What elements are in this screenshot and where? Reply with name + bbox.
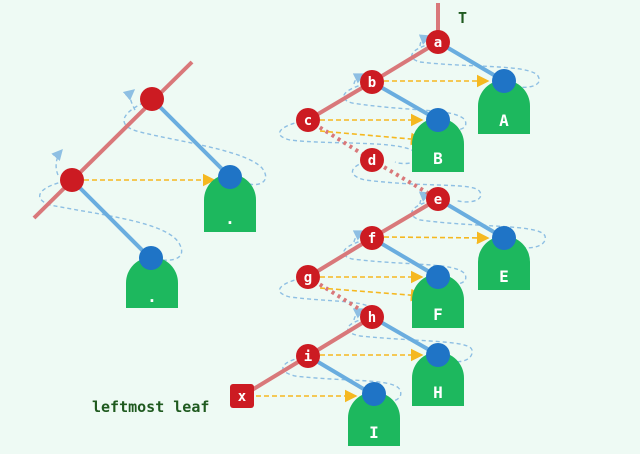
root-label: T — [458, 9, 467, 27]
leaf-label-A: A — [499, 111, 509, 130]
thread-arrow — [319, 130, 424, 146]
spine-dotted-edge — [306, 118, 374, 162]
blue-node — [492, 69, 516, 93]
blue-node — [139, 246, 163, 270]
leftmost-leaf-node-label: x — [238, 389, 247, 405]
blue-node — [218, 165, 242, 189]
node-d — [360, 148, 384, 172]
node-label: f — [368, 231, 376, 247]
traversal-path — [122, 89, 136, 111]
child-edge — [371, 80, 439, 122]
traversal-path — [343, 81, 467, 131]
node-label: h — [368, 310, 376, 326]
traversal-path — [123, 99, 267, 186]
spine-edge — [306, 315, 374, 358]
blue-node — [492, 226, 516, 250]
node-label: d — [368, 153, 376, 169]
leaf-label-E: E — [499, 267, 509, 286]
child-edge — [306, 354, 374, 396]
right-example: A B E F H I a b — [92, 3, 546, 446]
leaf-block — [204, 174, 256, 232]
leaf-label-H: H — [433, 383, 443, 402]
leaf-block-A — [478, 80, 530, 134]
node-a — [426, 30, 450, 54]
leaf-label-F: F — [433, 305, 443, 324]
leaf-label-B: B — [433, 149, 443, 168]
thread-arrow — [383, 231, 490, 245]
child-edge — [150, 97, 232, 179]
spine-edge — [32, 60, 194, 220]
leftmost-leaf-label: leftmost leaf — [92, 398, 209, 416]
node-label: a — [434, 35, 442, 51]
spine-dotted-edge — [306, 275, 374, 319]
leaf-block-H — [412, 352, 464, 406]
node-b — [360, 70, 384, 94]
thread-arrow — [319, 287, 424, 302]
leaf-block-I — [348, 392, 400, 446]
blue-node — [362, 382, 386, 406]
red-node — [140, 87, 164, 111]
traversal-path — [411, 41, 540, 88]
spine-edge — [370, 197, 440, 240]
blue-node — [426, 343, 450, 367]
node-f — [360, 226, 384, 250]
traversal-path — [347, 316, 473, 363]
leaf-label: . — [225, 209, 235, 228]
traversal-path — [51, 148, 63, 176]
child-edge — [371, 315, 439, 357]
node-label: i — [304, 349, 312, 365]
traversal-path — [278, 276, 373, 309]
spine-dotted-edge — [370, 158, 440, 201]
leaf-label: . — [147, 287, 157, 306]
spine-edge — [370, 40, 440, 84]
node-g — [296, 265, 320, 289]
traversal-path — [351, 159, 482, 203]
traversal-path — [352, 73, 366, 85]
node-label: e — [434, 192, 442, 208]
traversal-path — [411, 198, 546, 249]
node-label: b — [368, 75, 376, 91]
child-edge — [436, 40, 506, 83]
traversal-path — [39, 179, 183, 261]
node-label: c — [304, 113, 312, 129]
node-i — [296, 344, 320, 368]
blue-node — [426, 265, 450, 289]
child-edge — [370, 236, 440, 279]
node-label: g — [304, 270, 312, 286]
child-edge — [70, 178, 152, 260]
leaf-block-E — [478, 236, 530, 290]
spine-edge — [306, 80, 374, 122]
leaf-block-B — [412, 118, 464, 172]
red-node — [60, 168, 84, 192]
child-edge — [436, 197, 506, 240]
spine-edge — [306, 236, 374, 279]
traversal-path — [418, 34, 432, 47]
leaf-label-I: I — [369, 423, 379, 442]
leaf-block-F — [412, 274, 464, 328]
left-example: . . — [32, 60, 267, 308]
node-e — [426, 187, 450, 211]
leftmost-leaf-node — [230, 384, 254, 408]
blue-node — [426, 108, 450, 132]
traversal-path — [282, 355, 402, 403]
node-c — [296, 108, 320, 132]
node-h — [360, 305, 384, 329]
leaf-block — [126, 257, 178, 308]
traversal-path — [343, 237, 467, 285]
